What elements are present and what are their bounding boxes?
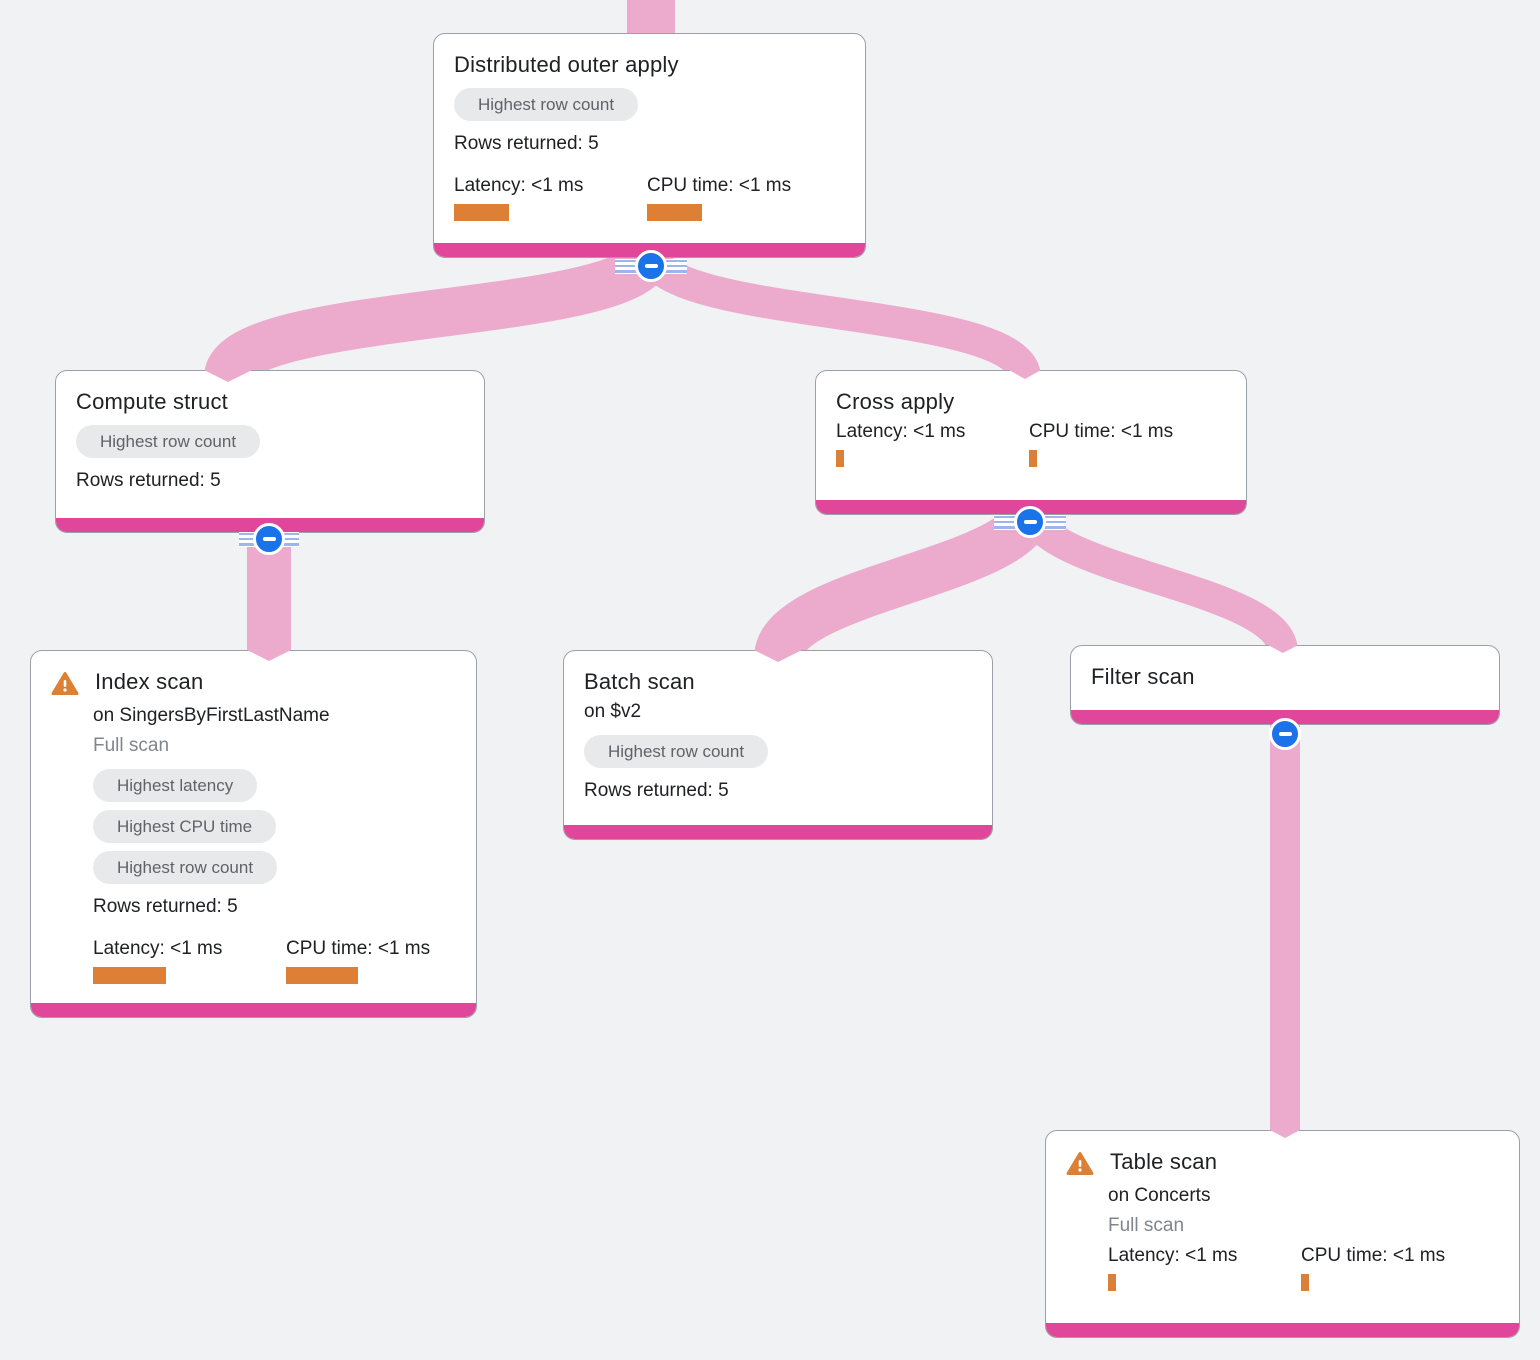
scan-target: on SingersByFirstLastName xyxy=(93,705,330,726)
metrics-row: Latency: <1 ms CPU time: <1 ms xyxy=(1108,1243,1499,1291)
edge-tip xyxy=(204,370,252,382)
collapse-button[interactable] xyxy=(1269,718,1301,750)
node-distributed-outer-apply[interactable]: Distributed outer apply Highest row coun… xyxy=(433,33,866,258)
latency-label: Latency: <1 ms xyxy=(1108,1245,1238,1266)
latency-metric: Latency: <1 ms xyxy=(836,419,1029,467)
warning-triangle-icon xyxy=(1066,1151,1094,1181)
node-accent-bar xyxy=(1046,1323,1519,1337)
cpu-label: CPU time: <1 ms xyxy=(647,175,792,196)
latency-label: Latency: <1 ms xyxy=(836,421,966,442)
highlight-badge: Highest latency xyxy=(93,769,258,802)
highlight-badge: Highest CPU time xyxy=(93,810,277,843)
latency-label: Latency: <1 ms xyxy=(454,175,584,196)
scan-type: Full scan xyxy=(93,735,170,756)
scan-type: Full scan xyxy=(1108,1215,1185,1236)
scan-target: on $v2 xyxy=(584,701,642,722)
minus-icon xyxy=(1278,732,1292,736)
edge-tip xyxy=(1270,1130,1300,1138)
cpu-metric: CPU time: <1 ms xyxy=(286,936,479,984)
node-title: Distributed outer apply xyxy=(454,52,679,77)
latency-bar xyxy=(93,967,166,984)
node-index-scan[interactable]: Index scan on SingersByFirstLastName Ful… xyxy=(30,650,477,1018)
metrics-row: Latency: <1 ms CPU time: <1 ms xyxy=(836,419,1226,467)
rows-returned: Rows returned: 5 xyxy=(93,896,238,917)
highlight-badge: Highest row count xyxy=(584,735,769,768)
collapse-junction-filter-scan xyxy=(1269,718,1301,750)
minus-icon xyxy=(644,264,658,268)
rows-returned: Rows returned: 5 xyxy=(76,470,221,491)
stripe-decoration xyxy=(615,258,637,274)
latency-metric: Latency: <1 ms xyxy=(454,173,647,221)
edge-cross-apply-to-filter-scan xyxy=(1015,503,1298,655)
latency-bar xyxy=(836,450,844,467)
latency-metric: Latency: <1 ms xyxy=(93,936,286,984)
collapse-junction-cross-apply xyxy=(994,506,1066,538)
node-accent-bar xyxy=(31,1003,476,1017)
node-filter-scan[interactable]: Filter scan xyxy=(1070,645,1500,725)
cpu-metric: CPU time: <1 ms xyxy=(1029,419,1222,467)
node-title: Compute struct xyxy=(76,389,228,414)
cpu-bar xyxy=(1301,1274,1309,1291)
warning-triangle-icon xyxy=(51,671,79,701)
rows-returned: Rows returned: 5 xyxy=(454,133,599,154)
node-compute-struct[interactable]: Compute struct Highest row count Rows re… xyxy=(55,370,485,533)
node-accent-bar xyxy=(564,825,992,839)
edge-distributed-to-cross-apply xyxy=(634,246,1041,382)
rows-returned: Rows returned: 5 xyxy=(584,780,729,801)
collapse-junction-distributed-outer-apply xyxy=(615,250,687,282)
latency-label: Latency: <1 ms xyxy=(93,938,223,959)
edge-tip xyxy=(1009,370,1041,379)
cpu-label: CPU time: <1 ms xyxy=(1029,421,1174,442)
node-table-scan[interactable]: Table scan on Concerts Full scan Latency… xyxy=(1045,1130,1520,1338)
stripe-decoration xyxy=(239,531,255,547)
stripe-decoration xyxy=(994,514,1016,530)
metrics-row: Latency: <1 ms CPU time: <1 ms xyxy=(454,173,845,221)
stripe-decoration xyxy=(665,258,687,274)
edge-tip xyxy=(1268,645,1298,653)
cpu-metric: CPU time: <1 ms xyxy=(647,173,840,221)
stripe-decoration xyxy=(1044,514,1066,530)
edge-tip xyxy=(247,650,291,661)
edge-tip xyxy=(754,650,802,662)
node-title: Table scan xyxy=(1110,1149,1218,1174)
node-title: Batch scan xyxy=(584,669,695,694)
collapse-button[interactable] xyxy=(253,523,285,555)
cpu-bar xyxy=(1029,450,1037,467)
stripe-decoration xyxy=(283,531,299,547)
latency-bar xyxy=(1108,1274,1116,1291)
node-batch-scan[interactable]: Batch scan on $v2 Highest row count Rows… xyxy=(563,650,993,840)
minus-icon xyxy=(262,537,276,541)
scan-target: on Concerts xyxy=(1108,1185,1211,1206)
collapse-junction-compute-struct xyxy=(239,523,299,555)
node-title: Index scan xyxy=(95,669,204,694)
minus-icon xyxy=(1023,520,1037,524)
highlight-badge: Highest row count xyxy=(76,425,261,458)
cpu-label: CPU time: <1 ms xyxy=(1301,1245,1446,1266)
metrics-row: Latency: <1 ms CPU time: <1 ms xyxy=(93,936,456,984)
cpu-label: CPU time: <1 ms xyxy=(286,938,431,959)
cpu-bar xyxy=(286,967,358,984)
node-cross-apply[interactable]: Cross apply Latency: <1 ms CPU time: <1 … xyxy=(815,370,1247,515)
edge-distributed-to-compute-struct xyxy=(204,243,674,384)
cpu-bar xyxy=(647,204,702,221)
node-title: Filter scan xyxy=(1091,664,1195,689)
collapse-button[interactable] xyxy=(1014,506,1046,538)
node-title: Cross apply xyxy=(836,389,955,414)
cpu-metric: CPU time: <1 ms xyxy=(1301,1243,1494,1291)
edge-cross-apply-to-batch-scan xyxy=(754,501,1054,663)
node-accent-bar xyxy=(1071,710,1499,724)
latency-metric: Latency: <1 ms xyxy=(1108,1243,1301,1291)
highlight-badge: Highest row count xyxy=(454,88,639,121)
highlight-badge: Highest row count xyxy=(93,851,278,884)
collapse-button[interactable] xyxy=(635,250,667,282)
latency-bar xyxy=(454,204,509,221)
